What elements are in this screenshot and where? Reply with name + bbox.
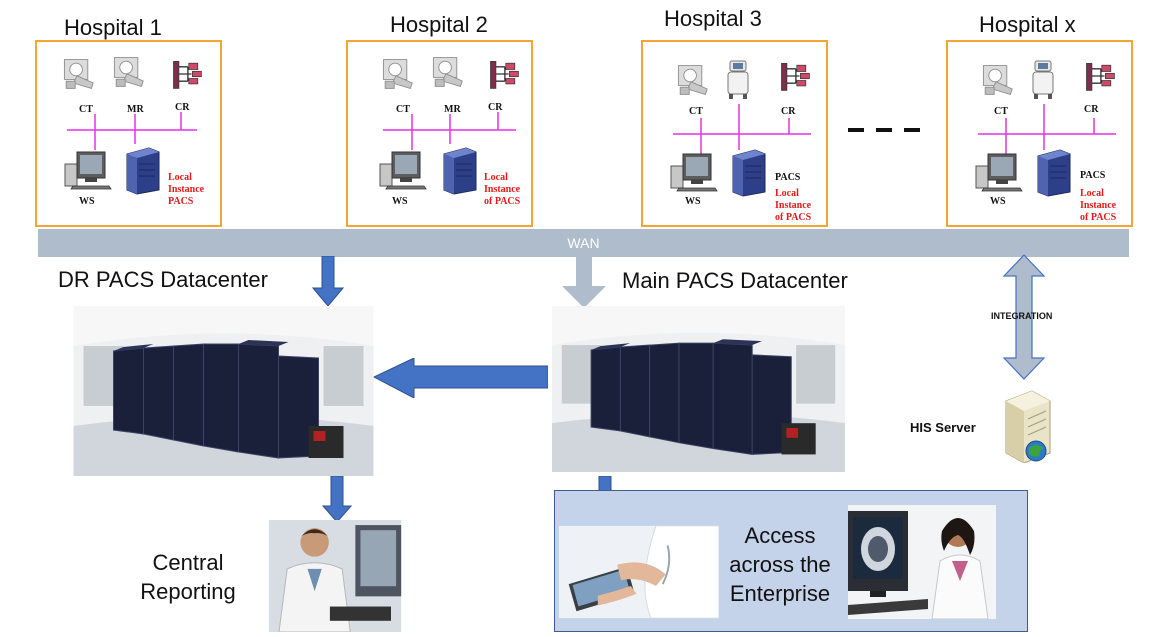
workstation-icon [63,150,113,190]
pacs-server-icon [729,146,769,198]
workstation-icon [378,150,428,190]
tablet-doctor-photo [559,525,719,619]
nurse-workstation-photo [848,505,996,619]
wan-to-main-arrow [562,256,606,308]
hospital-3-title: Hospital 3 [664,6,762,31]
network-lines [383,112,516,150]
network-lines [978,104,1116,154]
ws-label: WS [685,196,701,207]
wan-bar: WAN [38,229,1129,257]
device-label-ct: CT [994,106,1008,117]
his-server-icon [996,383,1056,463]
device-label-cr: CR [1084,104,1099,115]
pacs-server-icon [1034,146,1074,198]
device-label-mr: MR [444,104,461,115]
network-lines [67,112,197,150]
dr-datacenter-photo [73,306,374,476]
hospital-1-title: Hospital 1 [64,15,162,40]
hospital-x-title: Hospital x [979,12,1076,37]
wan-to-dr-arrow [312,256,344,307]
his-server-label: HIS Server [910,420,976,435]
pacs-server-icon [440,144,480,196]
pacs-server-icon [123,144,163,196]
integration-arrow [1002,254,1046,380]
dr-datacenter-title: DR PACS Datacenter [58,267,268,292]
ws-label: WS [990,196,1006,207]
main-datacenter-title: Main PACS Datacenter [622,268,848,293]
main-to-dr-replication-arrow [372,358,548,398]
more-hospitals-ellipsis [848,128,920,132]
device-label-mr: MR [127,104,144,115]
device-label-cr: CR [175,102,190,113]
ws-label: WS [79,196,95,207]
device-label-ct: CT [689,106,703,117]
network-lines [673,104,811,154]
integration-label: INTEGRATION [991,311,1053,321]
dr-to-reporting-arrow [322,476,352,523]
central-reporting-photo [265,520,405,632]
device-label-cr: CR [781,106,796,117]
hospital-2-title: Hospital 2 [390,12,488,37]
workstation-icon [669,152,719,192]
ws-label: WS [392,196,408,207]
device-label-ct: CT [79,104,93,115]
main-datacenter-photo [548,306,849,472]
pacs-label: PACS [775,172,801,183]
device-label-ct: CT [396,104,410,115]
device-label-cr: CR [488,102,503,113]
workstation-icon [974,152,1024,192]
pacs-label: PACS [1080,170,1106,181]
